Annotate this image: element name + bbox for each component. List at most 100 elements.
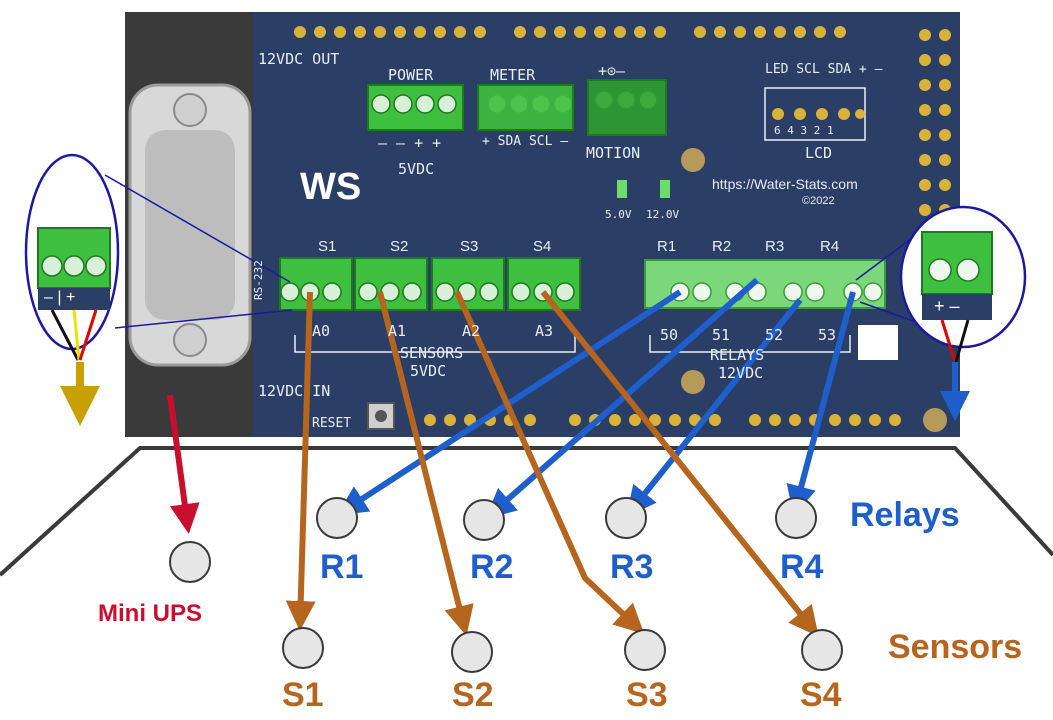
relay-terminals [644,259,886,309]
label-sensor-s2: S2 [452,676,494,714]
callout-left-label-strip [38,288,110,310]
label-s4-top: S4 [533,238,552,255]
callout-right-pins: + – [934,296,960,316]
relay-arrow-r3 [626,298,803,517]
header-pins-right [919,29,951,216]
reset-button-cap [375,410,387,422]
label-lcd-pins: 6 4 3 2 1 [774,124,834,137]
label-lcd-top: LED SCL SDA + – [765,62,883,77]
label-led-5v: 5.0V [605,208,632,221]
label-r1-top: R1 [657,238,677,255]
sensor-arrow-s3 [454,290,645,635]
relay-arrow-r1 [336,289,682,516]
callout-left-line-bottom [114,309,293,329]
label-relay-r2: R2 [470,548,514,586]
label-meter-pins: + SDA SCL – [482,134,569,149]
hole-ups [169,541,211,583]
callout-right-label-strip [922,294,992,320]
label-r3-top: R3 [765,238,785,255]
label-sensor-s3: S3 [626,676,668,714]
wire-red-right [940,319,957,363]
label-a2: A2 [462,322,481,340]
relays-bracket [649,335,851,353]
label-s3-top: S3 [460,238,479,255]
ups-arrow [167,394,200,534]
sensor-terminals [279,257,581,311]
meter-terminal [477,84,574,131]
label-sensors-volt: 5VDC [410,362,447,380]
label-relays: RELAYS [710,346,765,364]
label-12vdc-out: 12VDC OUT [258,50,340,68]
hole-r4 [775,497,817,539]
label-5vdc-power: 5VDC [398,160,435,178]
label-relays-volt: 12VDC [718,364,764,382]
legend-sensors: Sensors [888,628,1023,666]
label-51: 51 [712,326,731,344]
label-r2-top: R2 [712,238,732,255]
label-52: 52 [765,326,784,344]
label-12vdc-in: 12VDC IN [258,382,331,400]
callout-right-line-bottom [859,301,923,325]
label-sensor-s1: S1 [282,676,324,714]
callout-left-pins: – | + [44,289,76,306]
label-rs232: RS-232 [252,260,265,300]
callout-left-line-top [104,174,291,283]
wire-yellow [72,309,81,361]
led-12v [660,180,670,198]
label-r4-top: R4 [820,238,840,255]
label-a3: A3 [535,322,554,340]
label-meter: METER [490,66,536,84]
relay-white-block [858,325,898,360]
lcd-pins [772,108,865,120]
relay-arrow-r4 [786,291,856,516]
label-motion: MOTION [586,144,641,162]
wire-black [50,309,80,361]
enclosure-outline [0,446,1053,577]
wire-red [78,309,98,361]
mount-hole-corner [923,408,947,432]
label-50: 50 [660,326,679,344]
relay-arrow-r2 [485,277,759,519]
led-5v [617,180,627,198]
label-sensors: SENSORS [400,344,464,362]
label-53: 53 [818,326,837,344]
label-s2-top: S2 [390,238,409,255]
label-s1-top: S1 [318,238,337,255]
hole-s1 [282,627,324,669]
hole-r1 [316,497,358,539]
label-url: https://Water-Stats.com [712,176,858,192]
label-sensor-s4: S4 [800,676,842,714]
wire-black-right [954,319,970,363]
label-relay-r3: R3 [610,548,654,586]
header-pins-top [290,24,890,40]
mount-hole-bottom-right [681,370,705,394]
sensor-arrow-s2 [377,291,474,636]
hole-s3 [624,629,666,671]
label-motion-symbol: +⊙– [598,62,626,80]
label-relay-r4: R4 [780,548,824,586]
hole-r2 [463,499,505,541]
hole-s4 [801,629,843,671]
db9-screw-bottom [173,323,207,357]
ws-logo: WS [300,166,362,208]
label-lcd: LCD [805,144,833,162]
label-power-pins: – – + + [378,134,442,152]
motion-terminal [587,79,667,136]
hole-s2 [451,631,493,673]
pcb-board [125,12,960,437]
sensor-arrow-s4 [540,290,819,637]
label-relay-r1: R1 [320,548,364,586]
sensor-arrow-s1 [285,291,316,631]
legend-relays: Relays [850,496,960,534]
label-a1: A1 [388,322,407,340]
label-a0: A0 [312,322,331,340]
sensors-bracket [294,335,576,353]
hole-r3 [605,497,647,539]
db9-screw-top [173,93,207,127]
label-copyright: ©2022 [802,195,835,207]
mount-hole-top-right [681,148,705,172]
label-mini-ups: Mini UPS [98,600,203,627]
label-led-12v: 12.0V [646,208,680,221]
label-reset: RESET [312,416,352,431]
